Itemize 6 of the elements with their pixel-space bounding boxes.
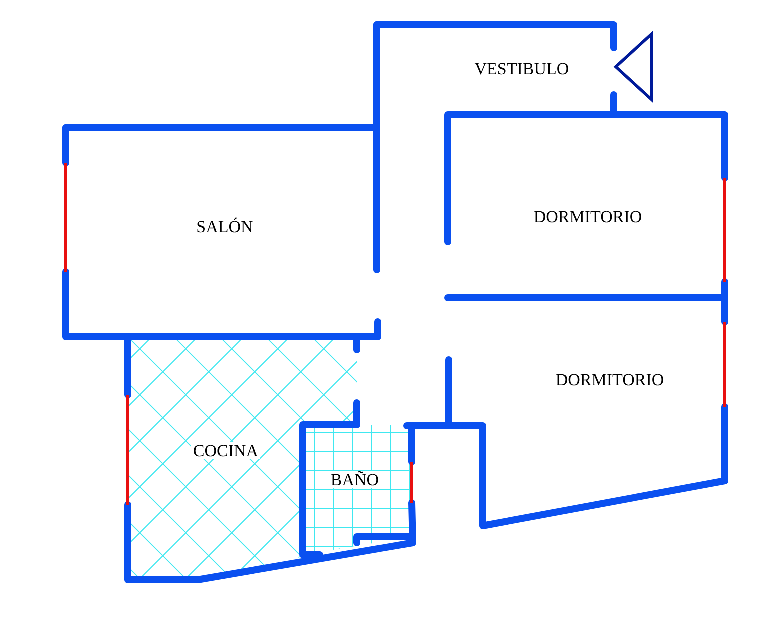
room-label: BAÑO bbox=[328, 472, 382, 488]
room-label: DORMITORIO bbox=[532, 208, 644, 226]
room-label: COCINA bbox=[191, 442, 261, 460]
room-label: VESTIBULO bbox=[472, 60, 572, 78]
room-label: SALÓN bbox=[194, 218, 256, 236]
room-label: DORMITORIO bbox=[554, 372, 666, 388]
